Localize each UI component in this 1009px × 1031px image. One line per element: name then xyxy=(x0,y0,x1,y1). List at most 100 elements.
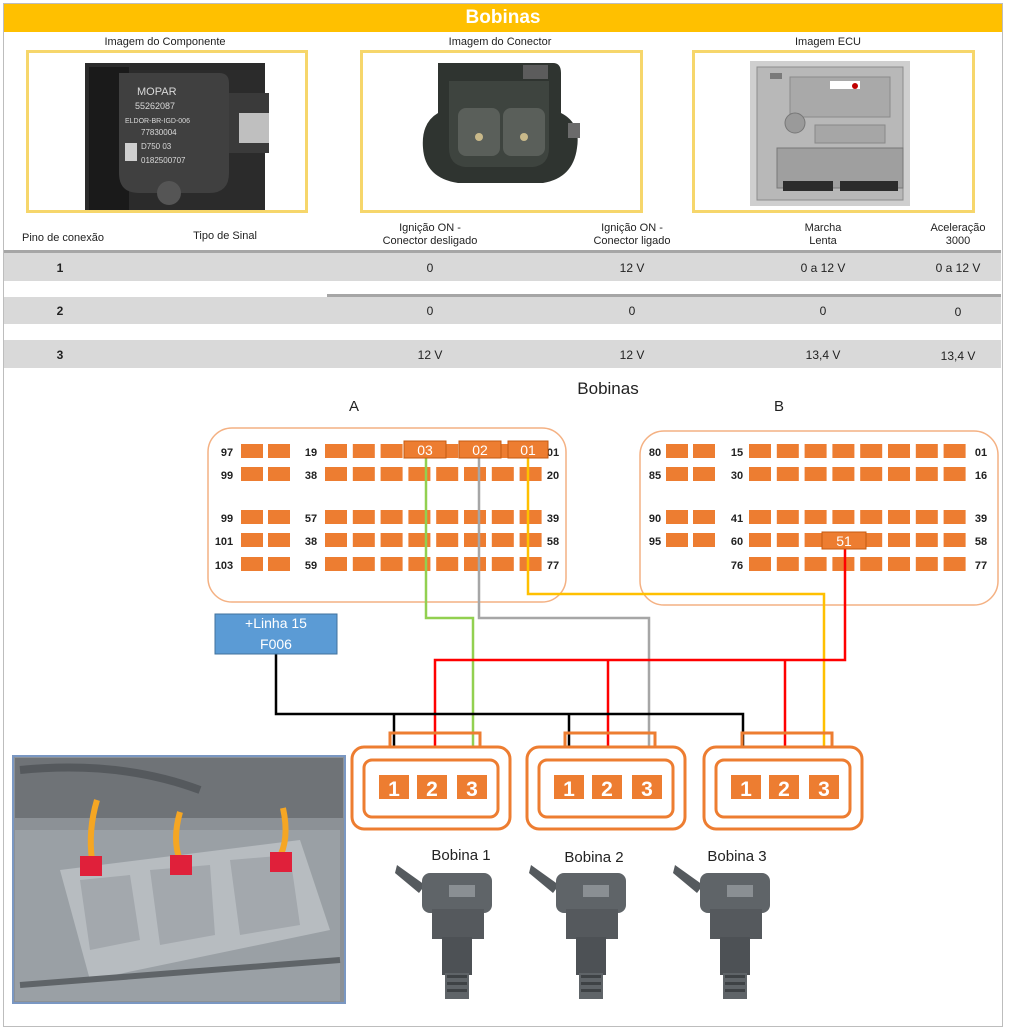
coil-drawings xyxy=(395,865,770,999)
connector-b-pin xyxy=(943,557,966,571)
connector-photo xyxy=(422,63,580,183)
conn-a-right-label: 01 xyxy=(547,447,559,459)
connector-b-pin xyxy=(888,467,910,481)
wire-gray xyxy=(477,458,651,775)
connector-b-pins xyxy=(666,444,966,571)
conn-a-mid-label: 57 xyxy=(305,513,317,525)
connector-b-label: B xyxy=(774,398,784,415)
coil-pin-label: 3 xyxy=(466,778,478,801)
ignition-coil-drawing xyxy=(529,865,626,999)
component-image-caption: Imagem do Componente xyxy=(104,36,226,48)
connector-a-pin xyxy=(464,510,486,524)
table-header-signal: Tipo de Sinal xyxy=(193,230,257,242)
conn-b-mid-label: 60 xyxy=(731,536,743,548)
ignition-coil-drawing xyxy=(395,865,492,999)
fuse-line1: +Linha 15 xyxy=(245,615,307,631)
connector-b-pin xyxy=(832,557,855,571)
connector-a-pin xyxy=(241,557,263,571)
component-text-brand: MOPAR xyxy=(137,86,177,98)
row1-ign-off: 0 xyxy=(426,261,434,275)
page-frame xyxy=(3,3,1003,1027)
conn-a-left-label: 99 xyxy=(221,513,233,525)
connector-a-pin xyxy=(268,444,290,458)
ecu-photo xyxy=(750,61,910,206)
conn-b-right-label: 58 xyxy=(975,536,987,548)
wire-red-bus xyxy=(433,548,847,775)
table-row xyxy=(4,340,1001,368)
coil-pin xyxy=(809,775,839,799)
conn-b-mid-label: 41 xyxy=(731,513,743,525)
coil-pin xyxy=(592,775,622,799)
coil-connector-tab xyxy=(740,731,834,747)
pin-a-02-label: 02 xyxy=(472,442,488,458)
connector-b-pin xyxy=(860,444,883,458)
connector-b-pin xyxy=(693,510,715,524)
connector-a-pin xyxy=(380,510,403,524)
conn-a-right-label: 58 xyxy=(547,536,559,548)
coil-pin xyxy=(632,775,662,799)
connector-b-pin xyxy=(832,467,855,481)
ecu-connector-b xyxy=(639,430,999,606)
connector-b-pin xyxy=(804,533,827,547)
connector-b-pin xyxy=(915,467,938,481)
connector-a-pins xyxy=(241,444,542,571)
connector-a-pin xyxy=(491,557,514,571)
connector-b-pin xyxy=(860,510,883,524)
conn-b-mid-label: 15 xyxy=(731,447,743,459)
pin-a-01-label: 01 xyxy=(520,442,536,458)
ecu-image xyxy=(692,50,975,213)
table-header-separator xyxy=(4,250,1001,253)
connector-a-pin xyxy=(436,557,459,571)
row1-idle: 0 a 12 V xyxy=(800,261,846,275)
connector-a-pin xyxy=(352,557,375,571)
ignition-coil-drawing xyxy=(673,865,770,999)
pin-a-03-label: 03 xyxy=(417,442,433,458)
row2-ign-off: 0 xyxy=(426,304,434,318)
connector-a-pin xyxy=(268,557,290,571)
connector-a-pin xyxy=(436,510,459,524)
connector-a-pin xyxy=(380,444,403,458)
connector-b-pin xyxy=(943,510,966,524)
conn-a-left-label: 99 xyxy=(221,470,233,482)
conn-a-left-label: 97 xyxy=(221,447,233,459)
connector-a-pin xyxy=(352,444,375,458)
connector-b-pin xyxy=(832,444,855,458)
connector-b-pin xyxy=(693,444,715,458)
coil-pin-label: 3 xyxy=(818,778,830,801)
coil-pin xyxy=(457,775,487,799)
coil-connector-tab xyxy=(388,731,482,747)
conn-b-right-label: 01 xyxy=(975,447,987,459)
pin-a-01 xyxy=(507,440,549,459)
table-header-accel: Aceleração 3000 xyxy=(930,222,986,247)
connector-a-pin xyxy=(241,533,263,547)
coil-pin-label: 2 xyxy=(778,778,790,801)
connector-a-pin xyxy=(491,510,514,524)
ecu-image-caption: Imagem ECU xyxy=(794,36,862,48)
coil-pin-label: 2 xyxy=(601,778,613,801)
connector-a-pin xyxy=(325,557,347,571)
table-row xyxy=(4,253,1001,281)
connector-image-caption: Imagem do Conector xyxy=(448,36,552,48)
connector-a-pin xyxy=(241,467,263,481)
conn-a-mid-label: 59 xyxy=(305,560,317,572)
conn-b-mid-label: 30 xyxy=(731,470,743,482)
connector-b-pin xyxy=(666,533,688,547)
connector-a-pin xyxy=(241,444,263,458)
coil-pin xyxy=(379,775,409,799)
connector-a-pin xyxy=(464,533,486,547)
connector-a-pin xyxy=(491,533,514,547)
connector-b-pin xyxy=(915,533,938,547)
row2-accel: 0 xyxy=(954,305,962,319)
row3-idle: 13,4 V xyxy=(805,348,841,362)
pin-a-03 xyxy=(403,440,447,459)
connector-a-pin xyxy=(436,533,459,547)
row1-accel: 0 a 12 V xyxy=(935,261,981,275)
coil-pin xyxy=(554,775,584,799)
connector-a-pin xyxy=(352,510,375,524)
coil-2-name: Bobina 2 xyxy=(564,849,623,866)
page-title: Bobinas xyxy=(465,7,541,28)
pin-a-02 xyxy=(458,440,502,459)
connector-a-pin xyxy=(519,467,542,481)
